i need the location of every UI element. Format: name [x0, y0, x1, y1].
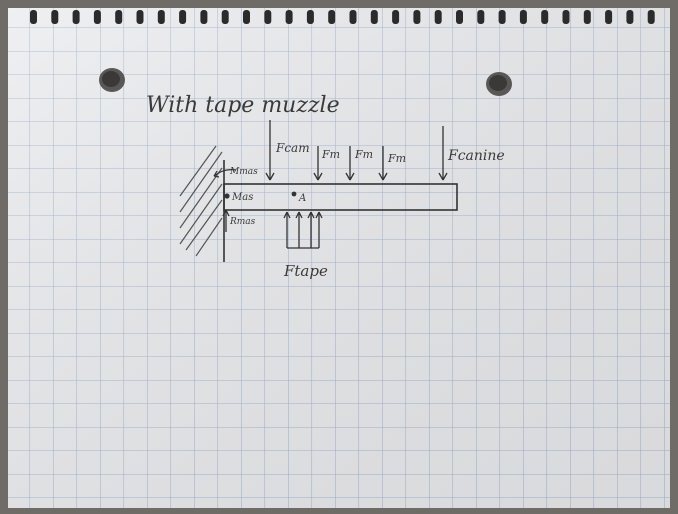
spiral-coil [285, 10, 293, 24]
spiral-binding [30, 10, 655, 24]
spiral-coil [477, 10, 485, 24]
force-arrow-f-m3 [378, 146, 388, 181]
label-f-cam: Fcam [275, 141, 310, 155]
wall-hatching [179, 145, 223, 257]
spiral-coil [562, 10, 570, 24]
moment-arrow [213, 169, 237, 177]
spiral-coil [200, 10, 208, 24]
spiral-coil [392, 10, 400, 24]
label-f-tape: Ftape [283, 262, 328, 280]
spiral-coil [647, 10, 655, 24]
spiral-coil [157, 10, 165, 24]
spiral-coil [519, 10, 527, 24]
spiral-coil [30, 10, 37, 24]
spiral-coil [115, 10, 123, 24]
beam [223, 183, 458, 211]
label-point-a: A [298, 193, 306, 204]
spiral-coil [243, 10, 250, 24]
label-f-m1: Fm [321, 148, 340, 161]
force-arrows-f-tape [283, 211, 323, 249]
spiral-coil [498, 10, 506, 24]
spiral-coil [221, 10, 229, 24]
spiral-coil [328, 10, 336, 24]
spiral-coil [136, 10, 144, 24]
spiral-coil [306, 10, 314, 24]
spiral-coil [413, 10, 421, 24]
spiral-coil [72, 10, 80, 24]
spiral-coil [179, 10, 187, 24]
force-arrow-f-m2 [345, 146, 355, 181]
force-arrow-f-canine [438, 126, 448, 181]
point-a [291, 191, 297, 197]
label-f-canine: Fcanine [447, 148, 505, 164]
spiral-coil [264, 10, 272, 24]
spiral-coil [626, 10, 634, 24]
pivot-point [224, 193, 230, 199]
spiral-coil [434, 10, 442, 24]
force-arrow-f-cam [265, 120, 275, 181]
spiral-coil [605, 10, 613, 24]
spiral-coil [51, 10, 59, 24]
label-f-m3: Fm [387, 152, 406, 165]
label-f-m2: Fm [354, 148, 373, 161]
spiral-coil [349, 10, 357, 24]
spiral-coil [541, 10, 549, 24]
spiral-coil [583, 10, 591, 24]
spiral-coil [370, 10, 378, 24]
spiral-coil [456, 10, 463, 24]
label-m-mas-top: Mmas [229, 167, 258, 177]
spiral-coil [93, 10, 101, 24]
label-r-mas: Rmas [229, 217, 256, 227]
force-arrow-f-m1 [313, 146, 323, 181]
diagram-title: With tape muzzle [146, 93, 340, 118]
label-m-mas: Mas [231, 192, 253, 203]
